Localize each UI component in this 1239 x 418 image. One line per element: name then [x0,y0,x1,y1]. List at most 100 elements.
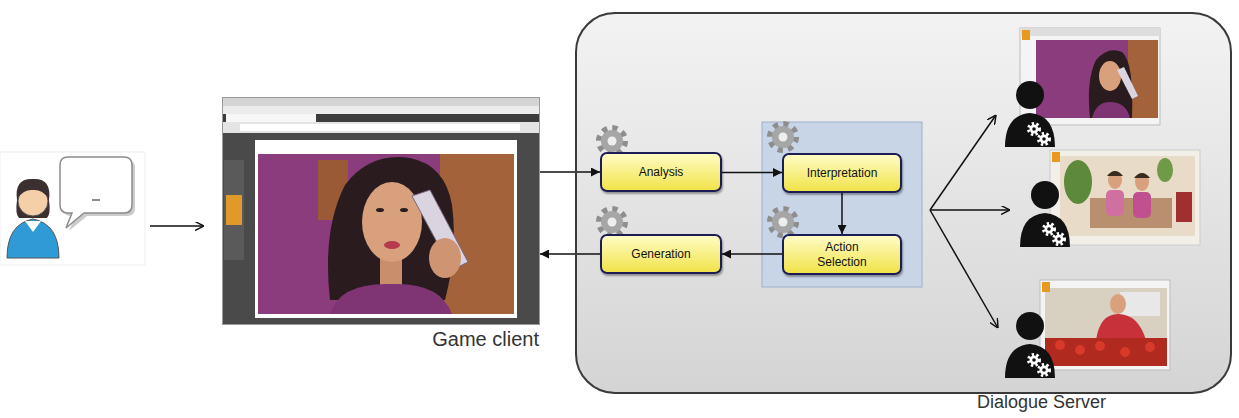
scene-screenshot [1106,190,1124,216]
fan-arrow [930,210,998,328]
process-box: Interpretation [782,153,902,193]
gear-icon [770,209,796,235]
user-icon [0,152,145,265]
game-screenshot [222,97,540,325]
game-screenshot [226,114,316,122]
gear-icon [770,124,796,150]
scene-screenshot [1176,192,1192,222]
server-panel-ground [575,12,1232,394]
fan-arrow [930,115,996,210]
scene-screenshot [1042,282,1050,292]
game-screenshot [222,122,540,133]
scene-screenshot [1040,280,1170,370]
scene-screenshot [1108,171,1122,189]
agent-icon [1005,113,1055,147]
user-icon [0,152,145,265]
game-screenshot [224,160,244,260]
agent-icon [1005,81,1055,147]
scene-screenshot [1064,160,1092,204]
flow-arrow [540,171,600,173]
game-screenshot [362,182,422,262]
flow-arrow [722,172,782,174]
scene-screenshot [1020,28,1160,125]
node-label: Action Selection [807,240,877,269]
scene-screenshot [1020,28,1160,36]
node-heading: Game client [432,328,539,350]
agent-icon [1029,355,1040,366]
game-screenshot [226,195,242,225]
process-box: Generation [600,234,722,274]
game-screenshot [258,154,514,314]
game-screenshot [222,97,540,106]
agent-icon [1029,124,1040,135]
scene-screenshot [1090,198,1172,228]
flow-arrow [722,253,782,255]
scene-screenshot [1036,40,1158,118]
node-label: Generation [631,247,690,261]
fan-arrow [930,209,1010,211]
scene-screenshot [1020,28,1200,370]
agent-icon [1039,365,1050,376]
user-icon [18,184,48,198]
scene-screenshot [1055,340,1065,350]
scene-screenshot [1099,61,1121,91]
scene-screenshot [1134,173,1150,178]
game-screenshot [222,97,540,325]
game-client-window: Game client [222,97,540,325]
scene-screenshot [1107,171,1123,176]
agent-icon [1020,181,1070,247]
gear-icon [599,209,625,235]
speech-bubble [60,157,132,228]
scene-screenshot [1145,342,1155,352]
agent-icon [1016,312,1044,340]
user-icon [25,221,41,232]
game-screenshot [255,140,517,318]
server-panel: Analysis InterpretationAction Selection Ge… [575,12,1232,394]
agent-icon [1031,181,1059,209]
process-box: Action Selection [782,234,902,275]
input-arrow [150,225,204,227]
node-heading: Dialogue Server [977,393,1106,413]
speech-bubble [60,157,135,231]
user-icon [16,179,49,218]
game-screenshot [330,284,452,314]
scene-screenshot [1045,288,1167,366]
scene-screenshot [1157,158,1173,182]
game-screenshot [429,238,461,278]
gear-icon [599,128,625,154]
agent-icon [1054,234,1065,245]
dialogue-manager-group [762,122,922,287]
scene-screenshot [1096,314,1146,340]
scene-screenshot [1117,67,1138,99]
node-label: Interpretation [807,166,878,180]
scene-screenshot [1052,152,1060,162]
game-screenshot [222,133,540,325]
agent-icon [1016,81,1044,109]
scene-screenshot [1135,173,1149,191]
agent-icon [1005,312,1055,378]
scene-screenshot [1110,294,1126,314]
game-screenshot [240,124,520,131]
agent-icon [1044,224,1055,235]
scene-screenshot [1050,150,1200,245]
gear-icon [599,124,796,235]
user-icon [7,219,59,258]
game-screenshot [400,208,408,212]
scene-screenshot [1128,40,1158,118]
node-label: Analysis [639,165,684,179]
agent-icon [1020,213,1070,247]
scene-screenshot [1092,102,1130,118]
flow-arrow [540,253,600,255]
game-screenshot [384,241,400,249]
scene-screenshot [1120,347,1130,357]
agent-icon [1039,134,1050,145]
game-screenshot [376,208,384,212]
flow-arrow [841,193,843,234]
speech-bubble [92,199,100,201]
scene-screenshot [1075,345,1085,355]
scene-screenshot [1133,192,1151,218]
scene-screenshot [1060,156,1195,236]
